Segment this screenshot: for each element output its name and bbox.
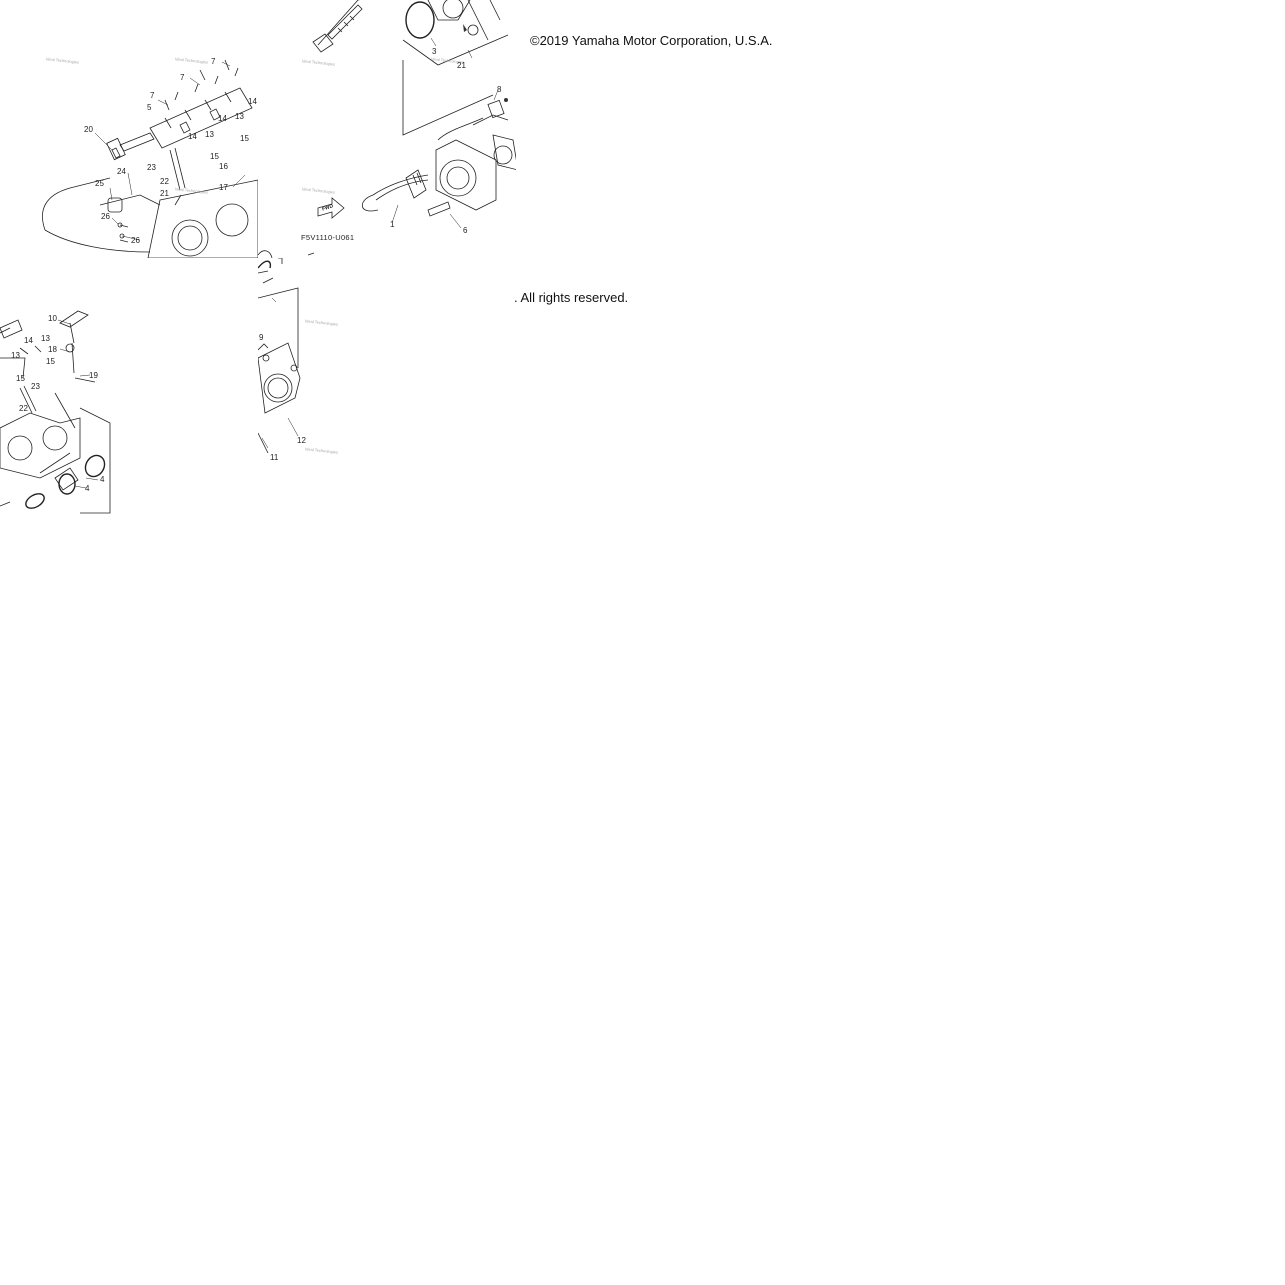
part-label: 20 [84, 125, 93, 134]
part-label: 18 [48, 345, 57, 354]
part-label: 7 [150, 91, 155, 100]
part-label: 11 [270, 453, 279, 462]
part-label: 15 [46, 357, 55, 366]
part-label: 10 [48, 314, 57, 323]
part-label: 16 [219, 162, 228, 171]
part-label: 15 [16, 374, 25, 383]
part-label: 21 [160, 189, 169, 198]
part-label: 13 [205, 130, 214, 139]
part-label: 26 [131, 236, 140, 245]
part-label: 14 [24, 336, 33, 345]
part-label: 14 [218, 114, 227, 123]
part-label: 14 [188, 132, 197, 141]
part-label: 4 [85, 484, 90, 493]
diagram-tile-throttle-body: Ideal Technologies Ideal Technologies Id… [258, 0, 516, 258]
part-label: 13 [235, 112, 244, 121]
part-label: 22 [160, 177, 169, 186]
part-label: 14 [248, 97, 257, 106]
part-label: 23 [31, 382, 40, 391]
copyright-text: ©2019 Yamaha Motor Corporation, U.S.A. [530, 33, 773, 48]
part-label: 19 [89, 371, 98, 380]
part-label: 17 [219, 183, 228, 192]
part-label: 25 [95, 179, 104, 188]
part-label: 5 [147, 103, 152, 112]
part-label: 8 [497, 85, 502, 94]
part-label: 24 [117, 167, 126, 176]
part-label: 15 [210, 152, 219, 161]
part-label: 22 [19, 404, 28, 413]
part-label: 26 [101, 212, 110, 221]
diagram-tile-gasket: Ideal Technologies Ideal Technologies 9 … [258, 258, 516, 516]
throttle-body-drawing [258, 0, 516, 258]
diagram-tile-fuel-rail: 10 18 14 13 13 15 19 15 23 22 4 4 [0, 258, 258, 516]
part-label: 13 [11, 351, 20, 360]
part-label: 3 [432, 47, 437, 56]
fuel-rail-drawing [0, 310, 111, 514]
part-label: 6 [463, 226, 468, 235]
part-label: 13 [41, 334, 50, 343]
part-label: 1 [390, 220, 395, 229]
rights-text: . All rights reserved. [514, 290, 629, 305]
part-label: 15 [240, 134, 249, 143]
part-label: 7 [180, 73, 185, 82]
part-label: 21 [457, 61, 466, 70]
part-label: 4 [100, 475, 105, 484]
gasket-drawing [258, 258, 301, 454]
diagram-code: F5V1110-U061 [301, 233, 355, 242]
intake-manifold-drawing [42, 59, 258, 258]
part-label: 9 [259, 333, 264, 342]
part-label: 7 [211, 57, 216, 66]
part-label: 12 [297, 436, 306, 445]
diagram-tile-intake-left: Ideal Technologies Ideal Technologies Id… [0, 0, 258, 258]
part-label: 23 [147, 163, 156, 172]
